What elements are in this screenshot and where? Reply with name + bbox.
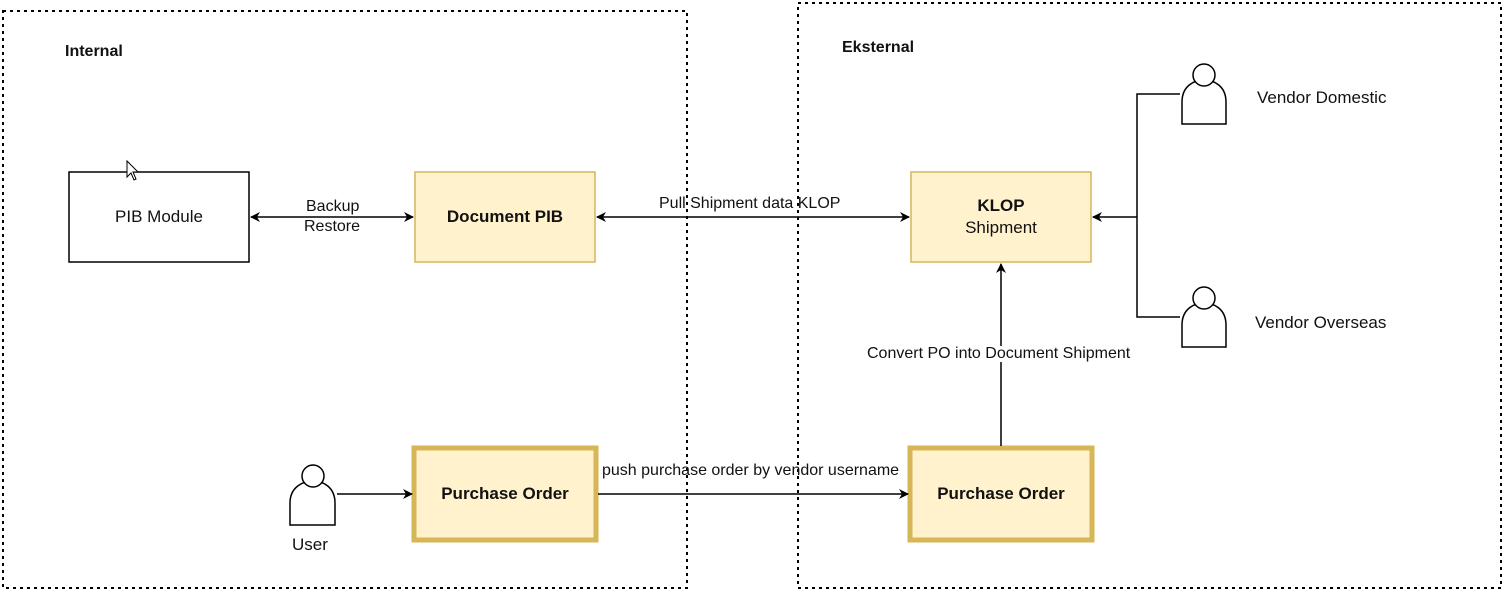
user-actor-icon — [289, 464, 336, 526]
mouse-cursor-icon — [126, 159, 140, 181]
po-external-label-wrap: Purchase Order — [910, 448, 1092, 540]
po-internal-label-wrap: Purchase Order — [414, 448, 596, 540]
user-label: User — [292, 535, 328, 554]
pib-module-label-wrap: PIB Module — [69, 172, 249, 262]
klop-label-wrap: KLOP Shipment — [911, 172, 1091, 262]
convert-po-edge-label: Convert PO into Document Shipment — [866, 345, 1132, 362]
document-pib-box[interactable] — [414, 171, 596, 263]
document-pib-label: Document PIB — [446, 206, 564, 226]
purchase-order-internal-label: Purchase Order — [441, 483, 569, 503]
backup-edge-label: Backup — [305, 198, 361, 215]
vendor-overseas-actor-icon — [1181, 286, 1227, 348]
klop-title-label: KLOP — [977, 195, 1025, 215]
vendor-domestic-edge — [1136, 93, 1180, 217]
vendor-overseas-edge — [1136, 217, 1180, 318]
pull-shipment-edge-label: Pull Shipment data KLOP — [659, 195, 841, 212]
external-group — [797, 2, 1502, 589]
internal-group-title: Internal — [65, 43, 123, 60]
vendor-overseas-label: Vendor Overseas — [1255, 313, 1387, 332]
vendor-domestic-actor-icon — [1181, 63, 1227, 125]
push-po-edge-label: push purchase order by vendor username — [602, 462, 900, 479]
restore-edge-label: Restore — [303, 218, 362, 235]
document-pib-label-wrap: Document PIB — [415, 172, 595, 262]
vendor-domestic-label: Vendor Domestic — [1257, 88, 1387, 107]
purchase-order-external-box[interactable] — [907, 445, 1095, 543]
purchase-order-external-label: Purchase Order — [937, 483, 1065, 503]
pib-module-box[interactable] — [68, 171, 250, 263]
klop-shipment-box[interactable] — [910, 171, 1092, 263]
external-group-title: Eksternal — [842, 39, 915, 56]
klop-subtitle-label: Shipment — [965, 218, 1037, 237]
purchase-order-internal-box[interactable] — [411, 445, 599, 543]
pib-module-label: PIB Module — [115, 206, 203, 226]
internal-group — [2, 10, 688, 589]
